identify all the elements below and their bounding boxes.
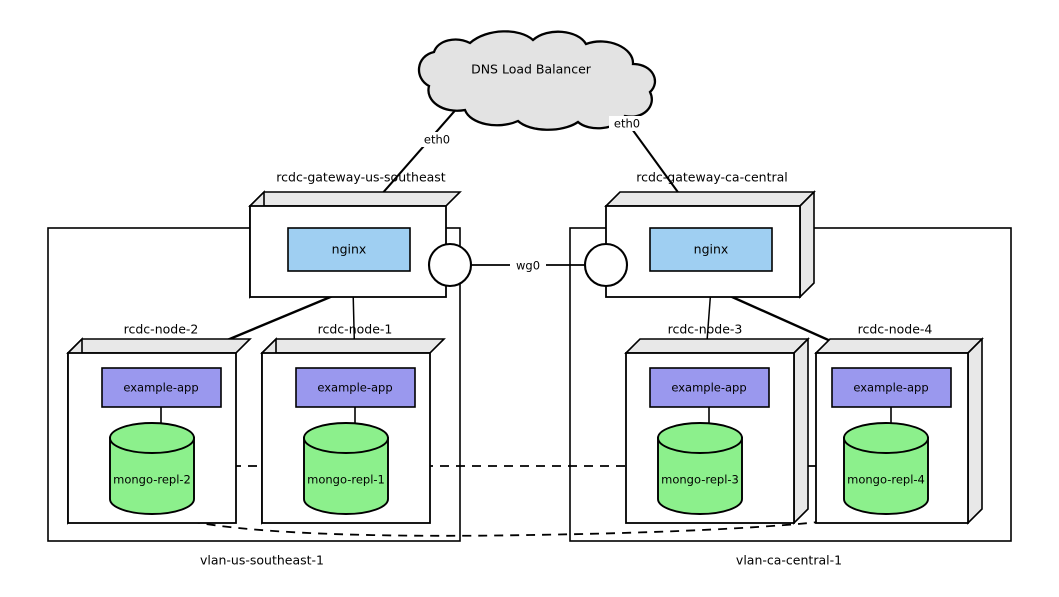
- wg0-label-wrap: wg0: [510, 258, 546, 273]
- nginx-label-ca: nginx: [694, 242, 729, 257]
- app-label-node-2: example-app: [123, 381, 198, 395]
- db-label-node-3: mongo-repl-3: [661, 473, 739, 487]
- nginx-service-ca[interactable]: nginx: [649, 227, 773, 272]
- app-example-app-node-1[interactable]: example-app: [295, 367, 416, 408]
- node-4-label: rcdc-node-4: [858, 322, 933, 337]
- app-example-app-node-2[interactable]: example-app: [101, 367, 222, 408]
- node-2-label: rcdc-node-2: [124, 322, 199, 337]
- wg-endpoint-icon-ca[interactable]: [583, 242, 629, 288]
- wg0-label: wg0: [516, 259, 540, 273]
- app-label-node-3: example-app: [671, 381, 746, 395]
- uplink-label-us: eth0: [419, 132, 454, 147]
- db-label-node-2: mongo-repl-2: [113, 473, 191, 487]
- node-3-label: rcdc-node-3: [668, 322, 743, 337]
- gateway-ca-central[interactable]: rcdc-gateway-ca-central nginx: [583, 170, 816, 299]
- app-example-app-node-3[interactable]: example-app: [649, 367, 770, 408]
- db-mongo-repl-3[interactable]: mongo-repl-3: [657, 422, 743, 515]
- node-rcdc-node-1[interactable]: rcdc-node-1 example-app mongo-repl-1: [260, 322, 446, 525]
- eth0-label-ca: eth0: [614, 117, 640, 131]
- nginx-label-us: nginx: [332, 242, 367, 257]
- vlan-us-label: vlan-us-southeast-1: [200, 553, 324, 568]
- db-mongo-repl-1[interactable]: mongo-repl-1: [303, 422, 389, 515]
- gateway-us-southeast[interactable]: rcdc-gateway-us-southeast nginx: [248, 170, 473, 299]
- gateway-us-label: rcdc-gateway-us-southeast: [276, 170, 446, 185]
- app-label-node-4: example-app: [853, 381, 928, 395]
- vlan-ca-label: vlan-ca-central-1: [736, 553, 842, 568]
- eth0-label-us: eth0: [424, 133, 450, 147]
- gateway-ca-label: rcdc-gateway-ca-central: [636, 170, 788, 185]
- node-rcdc-node-4[interactable]: rcdc-node-4 example-app mongo-repl-4: [814, 322, 984, 525]
- db-label-node-1: mongo-repl-1: [307, 473, 385, 487]
- dns-load-balancer-cloud[interactable]: DNS Load Balancer: [417, 30, 656, 131]
- db-label-node-4: mongo-repl-4: [847, 473, 925, 487]
- cloud-label: DNS Load Balancer: [471, 62, 592, 77]
- node-rcdc-node-3[interactable]: rcdc-node-3 example-app mongo-repl-3: [624, 322, 810, 525]
- nginx-service-us[interactable]: nginx: [287, 227, 411, 272]
- node-rcdc-node-2[interactable]: rcdc-node-2 example-app mongo-repl-2: [66, 322, 252, 525]
- db-mongo-repl-4[interactable]: mongo-repl-4: [843, 422, 929, 515]
- wg-endpoint-icon-us[interactable]: [427, 242, 473, 288]
- uplink-label-ca: eth0: [609, 116, 644, 131]
- node-1-label: rcdc-node-1: [318, 322, 393, 337]
- app-example-app-node-4[interactable]: example-app: [831, 367, 952, 408]
- app-label-node-1: example-app: [317, 381, 392, 395]
- db-mongo-repl-2[interactable]: mongo-repl-2: [109, 422, 195, 515]
